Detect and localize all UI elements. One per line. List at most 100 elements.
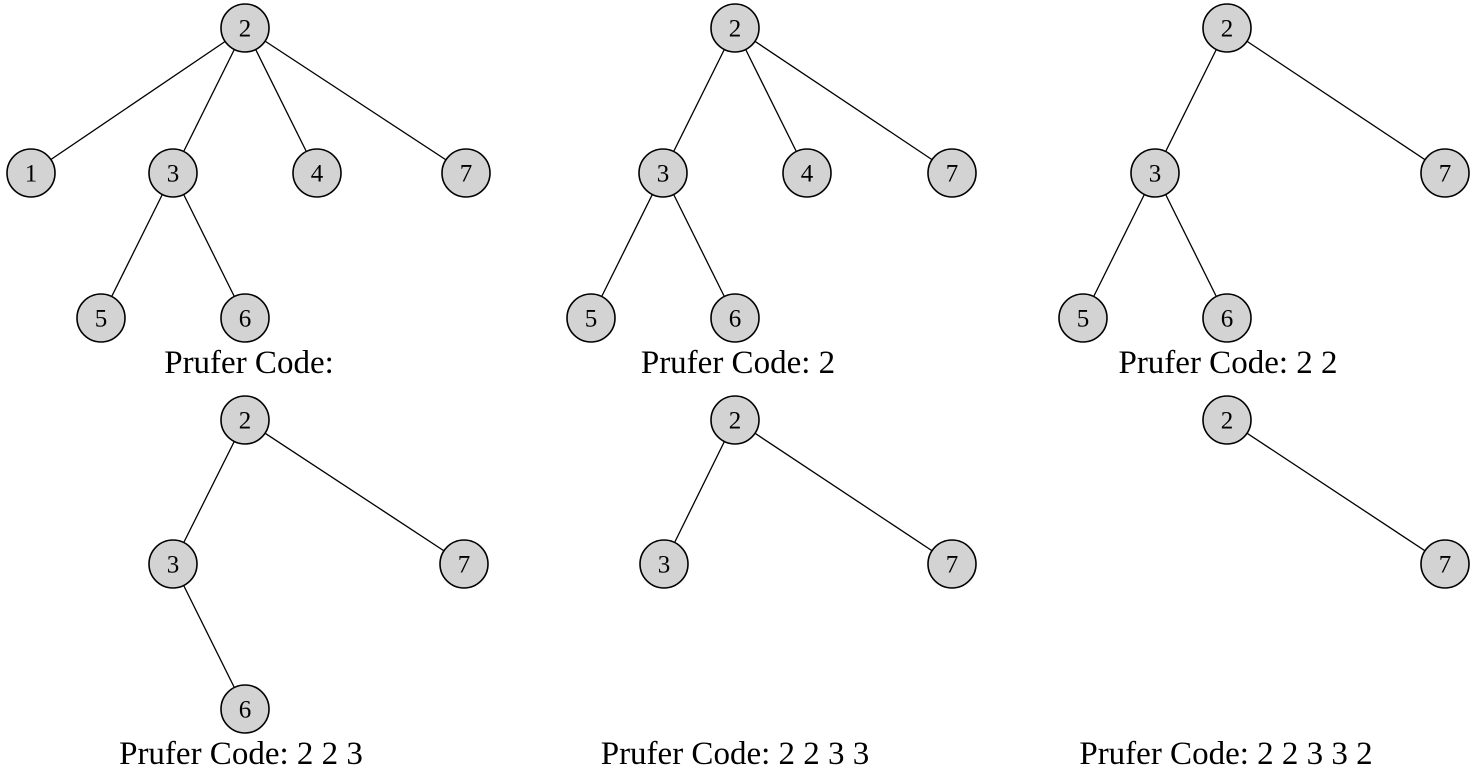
tree-node-7: 7 bbox=[1420, 148, 1470, 198]
tree-edge-2-7 bbox=[1226, 27, 1446, 174]
tree-node-circle-2 bbox=[220, 395, 270, 445]
tree-node-2: 2 bbox=[1202, 395, 1252, 445]
prufer-code-caption-step-2: Prufer Code: 2 bbox=[641, 345, 835, 381]
tree-node-label-7: 7 bbox=[1439, 552, 1452, 579]
tree-node-circle-2 bbox=[1202, 395, 1252, 445]
tree-node-circle-3 bbox=[148, 148, 198, 198]
tree-node-circle-2 bbox=[710, 395, 760, 445]
prufer-code-caption-step-1: Prufer Code: bbox=[164, 345, 334, 381]
tree-node-circle-7 bbox=[1420, 148, 1470, 198]
tree-node-4: 4 bbox=[292, 148, 342, 198]
tree-edge-3-6 bbox=[662, 172, 736, 319]
tree-node-circle-7 bbox=[927, 148, 977, 198]
tree-node-label-6: 6 bbox=[239, 697, 252, 724]
tree-node-label-2: 2 bbox=[1221, 16, 1234, 43]
tree-node-label-3: 3 bbox=[657, 161, 670, 188]
tree-edge-2-3 bbox=[663, 419, 736, 565]
tree-node-circle-7 bbox=[1420, 539, 1470, 589]
tree-edge-3-5 bbox=[100, 172, 174, 319]
tree-node-7: 7 bbox=[441, 148, 491, 198]
tree-node-circle-2 bbox=[220, 3, 270, 53]
tree-edge-2-7 bbox=[244, 27, 467, 174]
tree-node-1: 1 bbox=[6, 148, 56, 198]
tree-node-7: 7 bbox=[927, 539, 977, 589]
tree-node-circle-3 bbox=[148, 539, 198, 589]
tree-node-3: 3 bbox=[638, 148, 688, 198]
tree-node-label-5: 5 bbox=[1077, 306, 1090, 333]
tree-node-7: 7 bbox=[439, 539, 489, 589]
tree-node-label-5: 5 bbox=[95, 306, 108, 333]
tree-node-3: 3 bbox=[1130, 148, 1180, 198]
tree-node-circle-7 bbox=[927, 539, 977, 589]
tree-node-label-1: 1 bbox=[25, 161, 38, 188]
tree-node-circle-4 bbox=[292, 148, 342, 198]
tree-node-label-3: 3 bbox=[167, 161, 180, 188]
tree-node-3: 3 bbox=[148, 539, 198, 589]
tree-node-circle-7 bbox=[439, 539, 489, 589]
tree-node-6: 6 bbox=[220, 293, 270, 343]
tree-node-2: 2 bbox=[220, 3, 270, 53]
tree-node-circle-6 bbox=[1202, 293, 1252, 343]
tree-edge-3-6 bbox=[172, 563, 246, 710]
tree-node-3: 3 bbox=[639, 539, 689, 589]
tree-node-label-4: 4 bbox=[801, 161, 814, 188]
tree-edge-2-7 bbox=[734, 27, 953, 174]
tree-node-5: 5 bbox=[1058, 293, 1108, 343]
tree-node-label-3: 3 bbox=[167, 552, 180, 579]
tree-edge-2-7 bbox=[1226, 419, 1446, 565]
prufer-code-caption-step-6: Prufer Code: 2 2 3 3 2 bbox=[1079, 736, 1372, 772]
tree-node-6: 6 bbox=[220, 684, 270, 734]
tree-node-label-5: 5 bbox=[585, 306, 598, 333]
tree-edge-2-3 bbox=[1154, 27, 1228, 174]
tree-edge-2-7 bbox=[244, 419, 465, 565]
tree-node-label-4: 4 bbox=[311, 161, 324, 188]
prufer-code-caption-step-3: Prufer Code: 2 2 bbox=[1118, 345, 1337, 381]
tree-node-7: 7 bbox=[927, 148, 977, 198]
tree-edge-2-3 bbox=[172, 27, 246, 174]
tree-node-label-3: 3 bbox=[1149, 161, 1162, 188]
tree-node-circle-6 bbox=[220, 293, 270, 343]
tree-node-circle-3 bbox=[638, 148, 688, 198]
tree-node-label-7: 7 bbox=[460, 161, 473, 188]
tree-node-7: 7 bbox=[1420, 539, 1470, 589]
tree-node-label-2: 2 bbox=[729, 16, 742, 43]
tree-edge-2-1 bbox=[30, 27, 246, 174]
tree-node-label-3: 3 bbox=[658, 552, 671, 579]
tree-edge-3-6 bbox=[172, 172, 246, 319]
tree-node-label-2: 2 bbox=[239, 408, 252, 435]
tree-node-5: 5 bbox=[76, 293, 126, 343]
prufer-code-caption-step-5: Prufer Code: 2 2 3 3 bbox=[601, 736, 870, 772]
prufer-code-caption-step-4: Prufer Code: 2 2 3 bbox=[119, 736, 363, 772]
tree-node-label-2: 2 bbox=[239, 16, 252, 43]
tree-node-2: 2 bbox=[220, 395, 270, 445]
tree-node-circle-5 bbox=[76, 293, 126, 343]
tree-node-label-6: 6 bbox=[729, 306, 742, 333]
tree-node-6: 6 bbox=[1202, 293, 1252, 343]
tree-node-circle-2 bbox=[710, 3, 760, 53]
tree-node-2: 2 bbox=[710, 395, 760, 445]
tree-node-label-6: 6 bbox=[1221, 306, 1234, 333]
tree-node-circle-4 bbox=[782, 148, 832, 198]
tree-node-label-7: 7 bbox=[458, 552, 471, 579]
tree-edge-3-6 bbox=[1154, 172, 1228, 319]
tree-node-label-7: 7 bbox=[1439, 161, 1452, 188]
tree-node-circle-3 bbox=[1130, 148, 1180, 198]
tree-node-5: 5 bbox=[566, 293, 616, 343]
tree-node-label-6: 6 bbox=[239, 306, 252, 333]
tree-edge-2-4 bbox=[244, 27, 318, 174]
tree-node-2: 2 bbox=[710, 3, 760, 53]
tree-node-6: 6 bbox=[710, 293, 760, 343]
tree-node-circle-5 bbox=[1058, 293, 1108, 343]
tree-edge-2-3 bbox=[172, 419, 246, 565]
tree-node-circle-3 bbox=[639, 539, 689, 589]
tree-node-circle-2 bbox=[1202, 3, 1252, 53]
tree-edge-2-4 bbox=[734, 27, 808, 174]
tree-edge-3-5 bbox=[590, 172, 664, 319]
